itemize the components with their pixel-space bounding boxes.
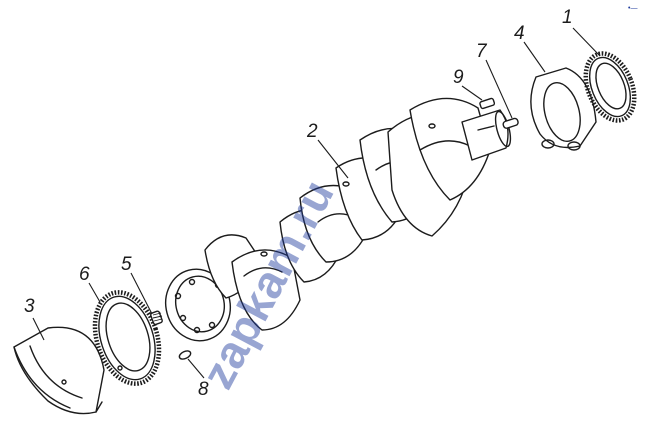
part-9-key — [479, 97, 496, 110]
part-5-pin — [150, 310, 163, 326]
callout-3: 3 — [24, 296, 35, 317]
callout-6: 6 — [79, 264, 90, 285]
callout-8: 8 — [198, 379, 209, 400]
part-7-pin — [502, 117, 519, 129]
part-4-thrust-half-washer — [530, 67, 597, 151]
part-2-crankshaft — [165, 97, 512, 342]
callout-9: 9 — [453, 67, 464, 88]
part-8-dowel-pin — [178, 350, 192, 360]
part-1-gear-ring — [583, 51, 637, 123]
callout-1: 1 — [562, 7, 573, 28]
corner-mark: •— — [628, 5, 638, 12]
callout-7: 7 — [476, 41, 487, 62]
callout-5: 5 — [121, 254, 132, 275]
callout-4: 4 — [514, 23, 525, 44]
callout-2: 2 — [307, 121, 318, 142]
part-3-thrust-half-washer — [13, 326, 105, 415]
part-6-gear-ring — [92, 290, 162, 386]
leader-lines — [32, 27, 601, 379]
